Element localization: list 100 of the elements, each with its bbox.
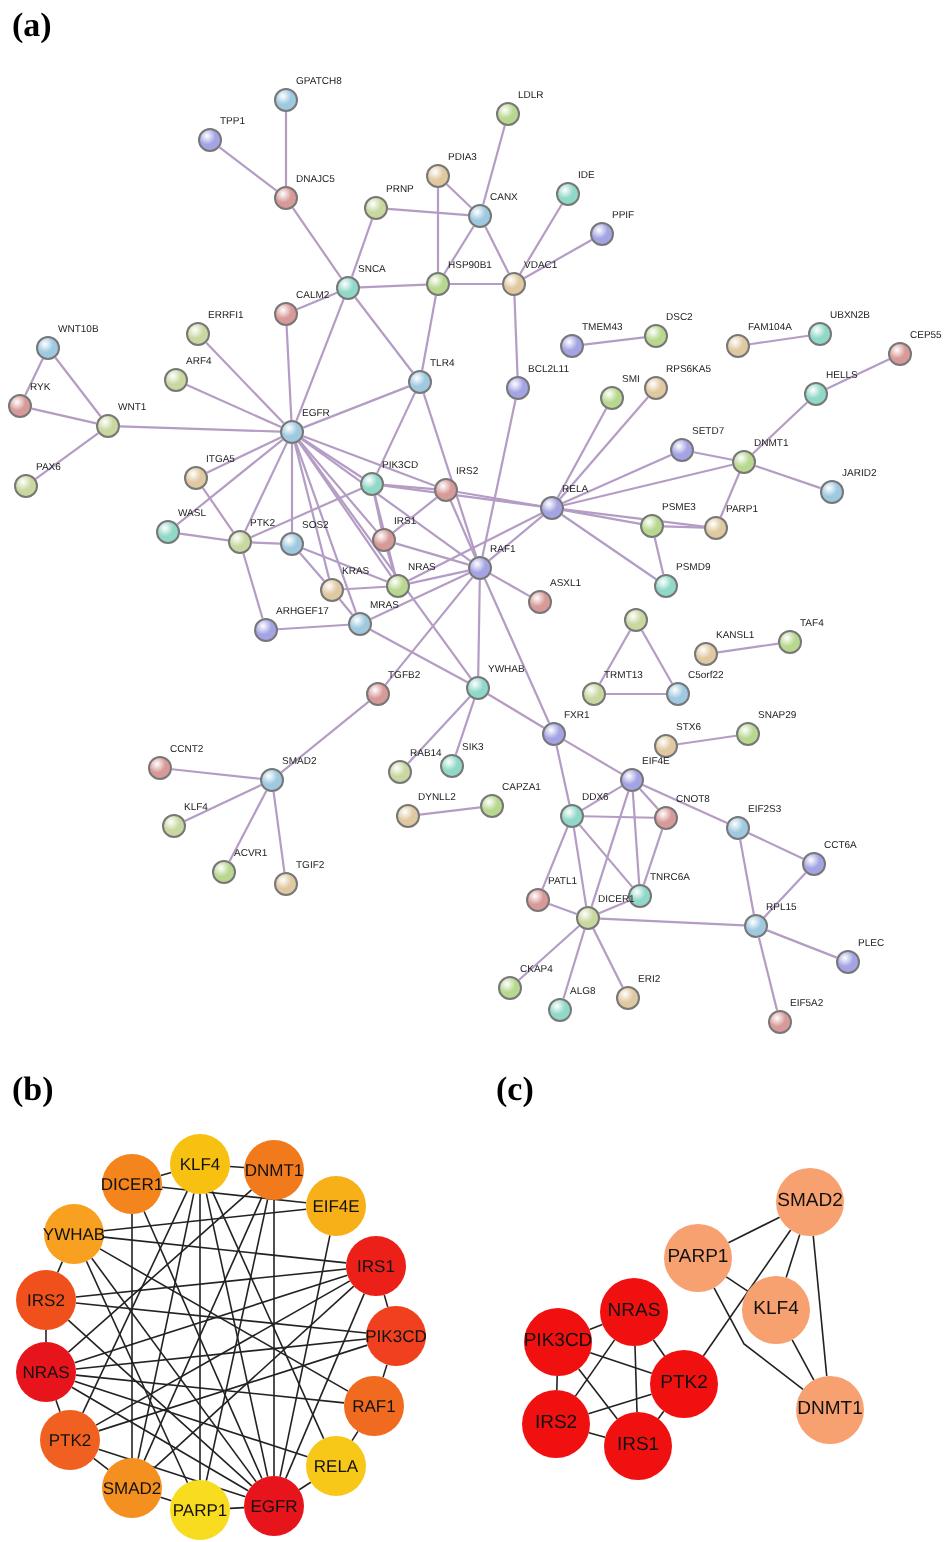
interaction-line <box>160 1171 172 1177</box>
interaction-line <box>384 576 474 686</box>
interaction-line <box>725 1276 749 1292</box>
node-label: PTK2 <box>660 1374 708 1394</box>
interaction-line <box>75 1338 367 1370</box>
interaction-line <box>642 783 728 825</box>
interaction-line <box>640 629 674 685</box>
interaction-line <box>302 385 410 429</box>
interaction-line <box>301 437 363 479</box>
interaction-line <box>487 693 545 729</box>
gene-node <box>522 1390 590 1458</box>
interaction-line <box>407 696 471 764</box>
interaction-line <box>519 203 563 275</box>
gene-node <box>650 1350 718 1418</box>
gene-node <box>306 1436 366 1496</box>
interaction-line <box>563 509 641 525</box>
interaction-line <box>298 441 472 679</box>
interaction-line <box>370 572 470 620</box>
interaction-line <box>749 334 809 346</box>
node-label: RAF1 <box>352 1397 396 1415</box>
interaction-line <box>383 484 541 508</box>
gene-node <box>16 1270 76 1330</box>
node-label: IRS1 <box>616 1436 660 1456</box>
gene-node <box>244 1476 304 1536</box>
interaction-line <box>99 1248 349 1392</box>
interaction-line <box>652 1339 666 1357</box>
gene-node <box>366 1306 426 1366</box>
interaction-line <box>577 1368 619 1420</box>
gene-node <box>776 1168 844 1236</box>
interaction-line <box>449 500 477 558</box>
node-label: KLF4 <box>753 1300 799 1320</box>
interaction-line <box>717 642 779 654</box>
panel-label: (a) <box>12 8 52 42</box>
interaction-line <box>561 513 657 581</box>
interaction-line <box>298 440 378 532</box>
interaction-line <box>606 692 666 696</box>
interaction-line <box>589 1351 653 1375</box>
interaction-line <box>387 207 469 217</box>
interaction-line <box>587 1393 653 1415</box>
panel-label: (c) <box>496 1072 534 1106</box>
interaction-line <box>563 463 733 507</box>
interaction-line <box>588 1323 604 1331</box>
gene-node <box>102 1458 162 1518</box>
interaction-line <box>131 1213 133 1459</box>
interaction-line <box>75 1374 345 1404</box>
node-label: KLF4 <box>179 1155 221 1173</box>
interaction-line <box>280 700 370 774</box>
interaction-line <box>176 438 284 526</box>
interaction-line <box>395 542 469 566</box>
interaction-line <box>250 487 362 539</box>
interaction-line <box>583 815 655 819</box>
interaction-line <box>228 790 268 862</box>
node-label: EIF4E <box>312 1197 360 1215</box>
interaction-line <box>67 1189 253 1353</box>
interaction-line <box>343 585 387 591</box>
interaction-line <box>97 1344 369 1432</box>
interaction-line <box>513 295 519 377</box>
interaction-line <box>119 425 281 433</box>
interaction-line <box>563 508 705 528</box>
interaction-line <box>436 188 440 272</box>
interaction-line <box>599 917 745 927</box>
gene-node <box>306 1176 366 1236</box>
interaction-line <box>284 112 288 186</box>
interaction-line <box>556 408 608 498</box>
node-label: IRS2 <box>27 1291 65 1309</box>
interaction-line <box>631 791 641 885</box>
interaction-line <box>755 464 821 490</box>
interaction-line <box>251 541 281 545</box>
interaction-line <box>171 768 261 780</box>
gene-node <box>742 1276 810 1344</box>
interaction-line <box>103 1208 307 1232</box>
interaction-line <box>791 1339 815 1381</box>
interaction-line <box>766 929 838 959</box>
interaction-line <box>85 1260 189 1484</box>
interaction-line <box>642 829 664 885</box>
interaction-line <box>296 291 338 311</box>
interaction-line <box>562 929 586 999</box>
interaction-line <box>748 832 804 860</box>
interaction-line <box>457 490 541 508</box>
interaction-line <box>279 1234 331 1478</box>
interaction-line <box>392 496 438 534</box>
interaction-line <box>419 806 481 816</box>
interaction-line <box>598 629 632 685</box>
interaction-line <box>482 125 506 205</box>
interaction-line <box>35 432 99 480</box>
interaction-line <box>354 296 414 374</box>
node-label: SMAD2 <box>102 1479 162 1497</box>
interaction-line <box>244 442 288 532</box>
interaction-line <box>294 442 358 614</box>
interaction-line <box>338 598 354 616</box>
gene-node <box>344 1376 404 1436</box>
interaction-line <box>302 435 436 487</box>
interaction-line <box>92 1457 110 1471</box>
interaction-line <box>67 1319 253 1487</box>
interaction-line <box>693 451 733 461</box>
interaction-line <box>574 1339 616 1397</box>
node-label: PARP1 <box>172 1501 228 1519</box>
interaction-line <box>273 1199 275 1477</box>
interaction-line <box>826 358 890 390</box>
node-label: DNMT1 <box>244 1161 304 1179</box>
